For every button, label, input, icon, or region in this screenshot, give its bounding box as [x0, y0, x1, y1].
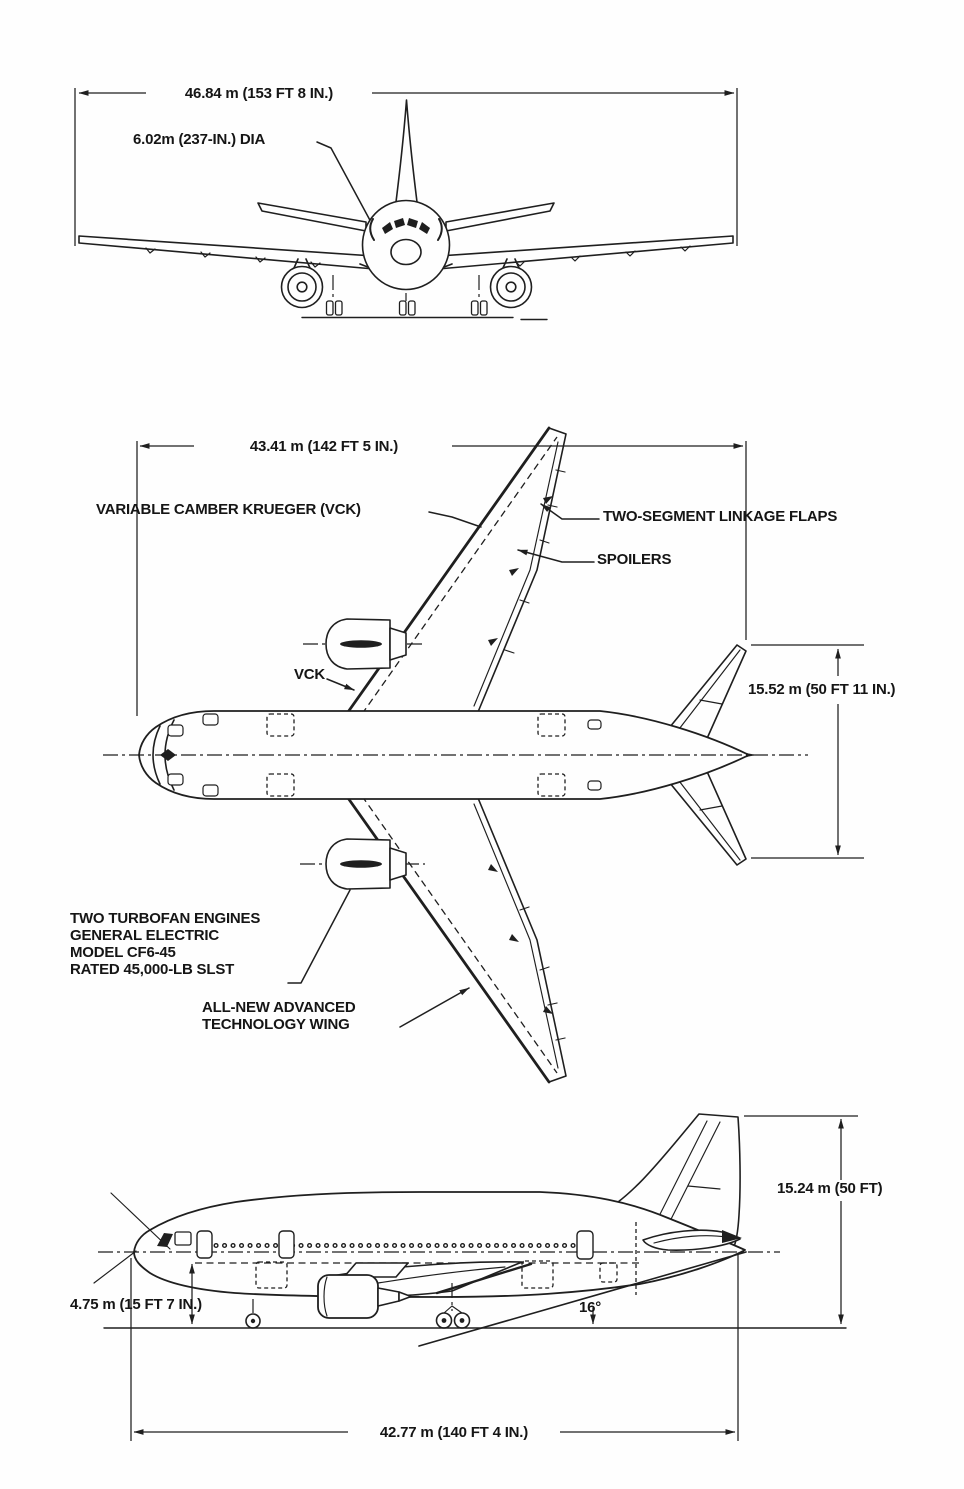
wing-note-line-2: TECHNOLOGY WING [202, 1016, 350, 1033]
wing-note-line-1: ALL-NEW ADVANCED [202, 999, 356, 1016]
fuselage-diameter-label: 6.02m (237-IN.) DIA [133, 131, 266, 148]
top-length-dimension: 43.41 m (142 FT 5 IN.) [249, 438, 399, 455]
ground-clearance-dimension: 4.75 m (15 FT 7 IN.) [70, 1296, 202, 1313]
rotation-angle-label: 16° [579, 1299, 602, 1316]
side-view-art [93, 1113, 858, 1441]
engine-note: TWO TURBOFAN ENGINES GENERAL ELECTRIC MO… [70, 910, 260, 978]
top-view-art [103, 426, 864, 1084]
side-length-dimension: 42.77 m (140 FT 4 IN.) [379, 1424, 529, 1441]
engine-note-line-1: TWO TURBOFAN ENGINES [70, 910, 261, 927]
side-height-dimension: 15.24 m (50 FT) [777, 1180, 883, 1197]
wing-note: ALL-NEW ADVANCED TECHNOLOGY WING [202, 999, 356, 1033]
front-wingspan-dimension: 46.84 m (153 FT 8 IN.) [184, 85, 334, 102]
spoilers-label: SPOILERS [597, 551, 672, 568]
vck-label: VARIABLE CAMBER KRUEGER (VCK) [96, 501, 361, 518]
engine-note-line-2: GENERAL ELECTRIC [70, 927, 220, 944]
engine-note-line-3: MODEL CF6-45 [70, 944, 176, 961]
stabilizer-span-dimension: 15.52 m (50 FT 11 IN.) [748, 681, 896, 698]
vck-short-label: VCK [294, 666, 326, 683]
flaps-label: TWO-SEGMENT LINKAGE FLAPS [603, 508, 838, 525]
engine-note-line-4: RATED 45,000-LB SLST [70, 961, 235, 978]
front-view-art [74, 88, 738, 321]
